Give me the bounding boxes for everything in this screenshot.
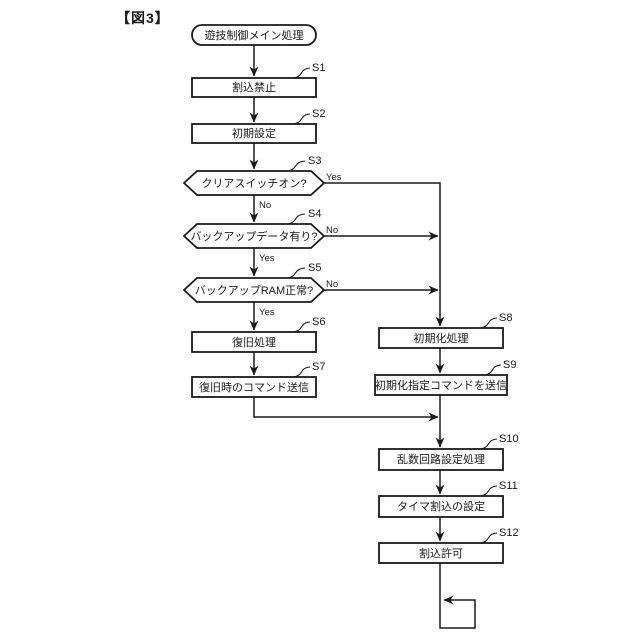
node-s3: クリアスイッチオン? bbox=[182, 170, 326, 196]
node-s6-label: 復旧処理 bbox=[232, 336, 276, 349]
step-label-s7: S7 bbox=[312, 361, 325, 373]
s5-yes-label: Yes bbox=[259, 307, 275, 318]
leader-s10 bbox=[480, 438, 498, 450]
terminal-shape bbox=[191, 24, 317, 46]
node-s8-label: 初期化処理 bbox=[414, 331, 469, 345]
leader-s7 bbox=[293, 366, 311, 378]
step-label-s9: S9 bbox=[503, 359, 516, 371]
step-label-s5: S5 bbox=[308, 262, 321, 274]
step-id-labels: S1 S2 S3 S4 S5 S6 S7 S8 S9 S10 S11 S12 bbox=[287, 62, 519, 544]
edge-s12-loop bbox=[439, 563, 476, 629]
leader-s11 bbox=[480, 485, 498, 497]
s3-yes-label: Yes bbox=[326, 172, 342, 183]
leader-s8 bbox=[480, 317, 498, 329]
step-label-s1: S1 bbox=[312, 62, 325, 74]
leader-s12 bbox=[480, 532, 498, 544]
node-s5-label: バックアップRAM正常? bbox=[195, 284, 314, 297]
node-s5: バックアップRAM正常? bbox=[182, 277, 326, 303]
process-shape bbox=[191, 123, 317, 144]
node-s8: 初期化処理 bbox=[378, 327, 504, 349]
node-start-label: 遊技制御メイン処理 bbox=[205, 28, 304, 42]
leader-s6 bbox=[293, 321, 311, 333]
edge-s7-merge bbox=[253, 397, 439, 422]
node-s10-label: 乱数回路設定処理 bbox=[397, 452, 485, 466]
leader-s4 bbox=[287, 213, 306, 225]
step-label-s11: S11 bbox=[499, 480, 518, 492]
node-s11: タイマ割込の設定 bbox=[378, 495, 504, 518]
process-shape bbox=[378, 327, 504, 349]
node-s12-label: 割込許可 bbox=[419, 546, 463, 560]
s4-yes-label: Yes bbox=[259, 253, 275, 264]
step-label-s2: S2 bbox=[312, 108, 325, 120]
decision-shape bbox=[182, 170, 326, 196]
step-label-s4: S4 bbox=[308, 208, 321, 220]
node-s7: 復旧時のコマンド送信 bbox=[191, 376, 317, 398]
process-shape bbox=[378, 542, 504, 564]
leader-s5 bbox=[287, 267, 306, 279]
node-s6: 復旧処理 bbox=[191, 331, 317, 353]
node-s12: 割込許可 bbox=[378, 542, 504, 564]
node-s7-label: 復旧時のコマンド送信 bbox=[199, 380, 309, 394]
node-s2-label: 初期設定 bbox=[232, 126, 276, 140]
decision-shape bbox=[182, 223, 326, 249]
step-label-s10: S10 bbox=[499, 433, 519, 445]
process-shape bbox=[378, 495, 504, 518]
leader-s9 bbox=[484, 364, 502, 376]
leader-s1 bbox=[293, 67, 311, 79]
leader-s3 bbox=[287, 160, 306, 172]
flow-edges bbox=[249, 45, 476, 629]
process-shape bbox=[191, 331, 317, 353]
process-shape bbox=[191, 376, 317, 398]
s3-no-label: No bbox=[259, 200, 271, 211]
node-s4: バックアップデータ有り? bbox=[182, 223, 326, 249]
s4-no-label: No bbox=[326, 225, 338, 236]
process-shape bbox=[374, 374, 508, 396]
step-label-s3: S3 bbox=[308, 155, 321, 167]
node-s9-label: 初期化指定コマンドを送信 bbox=[375, 378, 507, 392]
branch-labels: Yes No No Yes No Yes bbox=[259, 172, 342, 318]
node-s1-label: 割込禁止 bbox=[232, 80, 276, 94]
process-shape bbox=[191, 77, 317, 98]
node-s11-label: タイマ割込の設定 bbox=[397, 499, 485, 513]
step-label-s8: S8 bbox=[499, 312, 512, 324]
node-s10: 乱数回路設定処理 bbox=[378, 448, 504, 471]
decision-shape bbox=[182, 277, 326, 303]
node-s4-label: バックアップデータ有り? bbox=[190, 229, 317, 243]
edge-s3-yes-s8 bbox=[324, 182, 445, 327]
process-shape bbox=[378, 448, 504, 471]
node-s9: 初期化指定コマンドを送信 bbox=[374, 374, 508, 396]
node-start: 遊技制御メイン処理 bbox=[191, 24, 317, 46]
step-label-s12: S12 bbox=[499, 527, 519, 539]
node-s1: 割込禁止 bbox=[191, 77, 317, 98]
step-label-s6: S6 bbox=[312, 316, 325, 328]
figure-label: 【図3】 bbox=[116, 10, 170, 26]
leader-s2 bbox=[293, 113, 311, 125]
s5-no-label: No bbox=[326, 279, 338, 290]
node-s2: 初期設定 bbox=[191, 123, 317, 144]
node-s3-label: クリアスイッチオン? bbox=[201, 177, 306, 190]
